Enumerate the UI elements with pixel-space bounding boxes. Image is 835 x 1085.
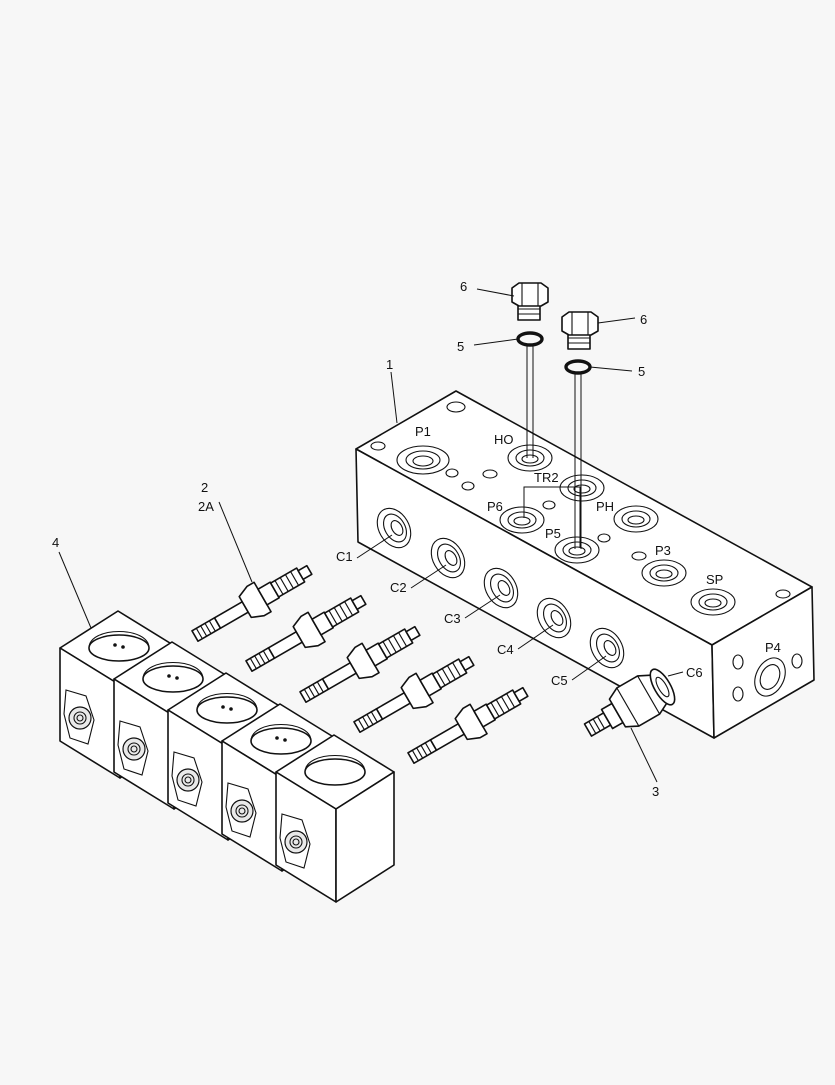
label-c6: C6 [686, 665, 703, 680]
o-ring-right [564, 359, 592, 375]
port-c1 [376, 507, 412, 549]
label-c4: C4 [497, 642, 514, 657]
plug-left [511, 282, 549, 321]
fitting-c6 [583, 668, 676, 737]
o-ring-left [516, 331, 544, 347]
cartridge-c2 [245, 594, 367, 672]
assembly-guide-lines [526, 345, 582, 549]
label-port-p1: P1 [415, 424, 431, 439]
label-part-6-right: 6 [640, 312, 647, 327]
cartridge-valves [191, 564, 529, 764]
port-tr2 [559, 474, 605, 502]
coil-5 [275, 734, 395, 903]
port-p6 [499, 506, 545, 534]
manifold-block [355, 390, 815, 739]
plug-right [561, 311, 599, 350]
label-port-ho: HO [494, 432, 514, 447]
label-c2: C2 [390, 580, 407, 595]
port-c3 [483, 567, 519, 609]
port-ho [507, 444, 553, 472]
cartridge-c4 [353, 655, 475, 733]
solenoid-coils [59, 610, 395, 903]
callout-labels: 1 2 2A 3 4 5 5 6 6 P1 HO TR2 P6 PH P5 P3… [52, 279, 781, 799]
label-c1: C1 [336, 549, 353, 564]
leader-lines [58, 288, 684, 783]
cartridge-c3 [299, 625, 421, 703]
label-port-p3: P3 [655, 543, 671, 558]
label-part-6-left: 6 [460, 279, 467, 294]
label-part-5-left: 5 [457, 339, 464, 354]
label-port-sp: SP [706, 572, 723, 587]
label-port-p5: P5 [545, 526, 561, 541]
cartridge-c1 [191, 564, 313, 642]
port-p4 [754, 657, 786, 697]
port-sp [690, 588, 736, 616]
label-port-p4: P4 [765, 640, 781, 655]
port-c5 [589, 627, 625, 669]
label-part-3: 3 [652, 784, 659, 799]
label-part-5-right: 5 [638, 364, 645, 379]
label-port-p6: P6 [487, 499, 503, 514]
label-part-2: 2 [201, 480, 208, 495]
label-c3: C3 [444, 611, 461, 626]
label-c5: C5 [551, 673, 568, 688]
port-p1 [396, 445, 450, 475]
label-part-1: 1 [386, 357, 393, 372]
cartridge-c5 [407, 686, 529, 764]
label-port-tr2: TR2 [534, 470, 559, 485]
port-ph [613, 505, 659, 533]
label-port-ph: PH [596, 499, 614, 514]
port-c4 [536, 597, 572, 639]
port-p5 [554, 536, 600, 564]
port-p3 [641, 559, 687, 587]
port-c2 [430, 537, 466, 579]
label-part-4: 4 [52, 535, 59, 550]
label-part-2a: 2A [198, 499, 214, 514]
